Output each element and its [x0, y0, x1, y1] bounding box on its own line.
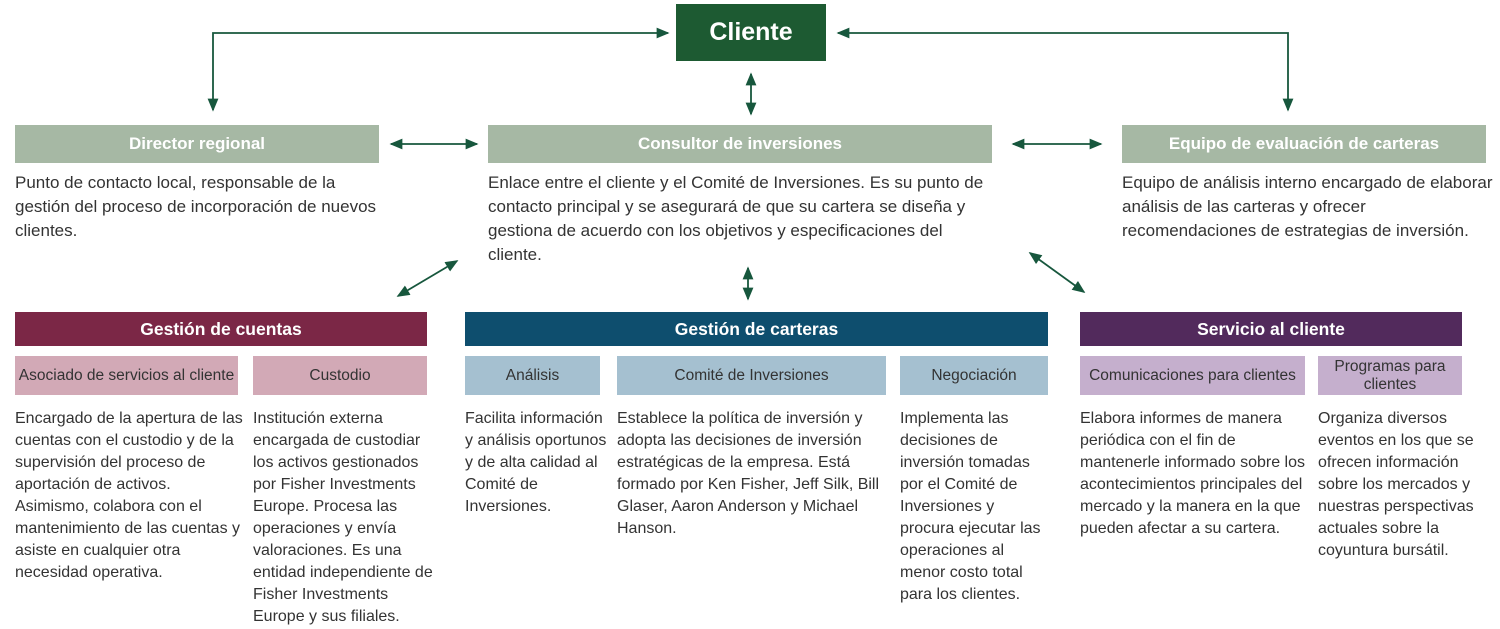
director-regional-header: Director regional [15, 125, 379, 163]
servicio-cliente-header: Servicio al cliente [1080, 312, 1462, 346]
gestion-cuentas-header: Gestión de cuentas [15, 312, 427, 346]
gestion-carteras-header: Gestión de carteras [465, 312, 1048, 346]
programas-clientes-description: Organiza diversos eventos en los que se … [1318, 410, 1474, 559]
comunicaciones-clientes-subheader: Comunicaciones para clientes [1080, 356, 1305, 395]
arrow-equipo-servicio-cliente [1028, 252, 1086, 293]
analisis-subheader: Análisis [465, 356, 600, 395]
analisis-description: Facilita información y análisis oportuno… [465, 410, 607, 515]
equipo-evaluacion-description: Equipo de análisis interno encargado de … [1122, 173, 1493, 240]
negociacion-description: Implementa las decisiones de inversión t… [900, 410, 1041, 603]
arrow-cliente-director [207, 27, 670, 112]
equipo-evaluacion-header: Equipo de evaluación de carteras [1122, 125, 1486, 163]
programas-clientes-subheader: Programas para clientes [1318, 356, 1462, 395]
consultor-inversiones-header: Consultor de inversiones [488, 125, 992, 163]
director-regional-description: Punto de contacto local, responsable de … [15, 173, 377, 240]
comunicaciones-clientes-description: Elabora informes de manera periódica con… [1080, 410, 1306, 537]
negociacion-subheader: Negociación [900, 356, 1048, 395]
custodio-description: Institución externa encargada de custodi… [253, 410, 433, 625]
arrow-consultor-gestion-cuentas [396, 260, 459, 297]
custodio-subheader: Custodio [253, 356, 427, 395]
cliente-box: Cliente [676, 4, 826, 61]
consultor-inversiones-description: Enlace entre el cliente y el Comité de I… [488, 173, 984, 264]
comite-inversiones-description: Establece la política de inversión y ado… [617, 410, 880, 537]
asociado-servicios-subheader: Asociado de servicios al cliente [15, 356, 238, 395]
comite-inversiones-subheader: Comité de Inversiones [617, 356, 886, 395]
asociado-servicios-description: Encargado de la apertura de las cuentas … [15, 410, 243, 581]
arrow-cliente-equipo [836, 27, 1294, 112]
